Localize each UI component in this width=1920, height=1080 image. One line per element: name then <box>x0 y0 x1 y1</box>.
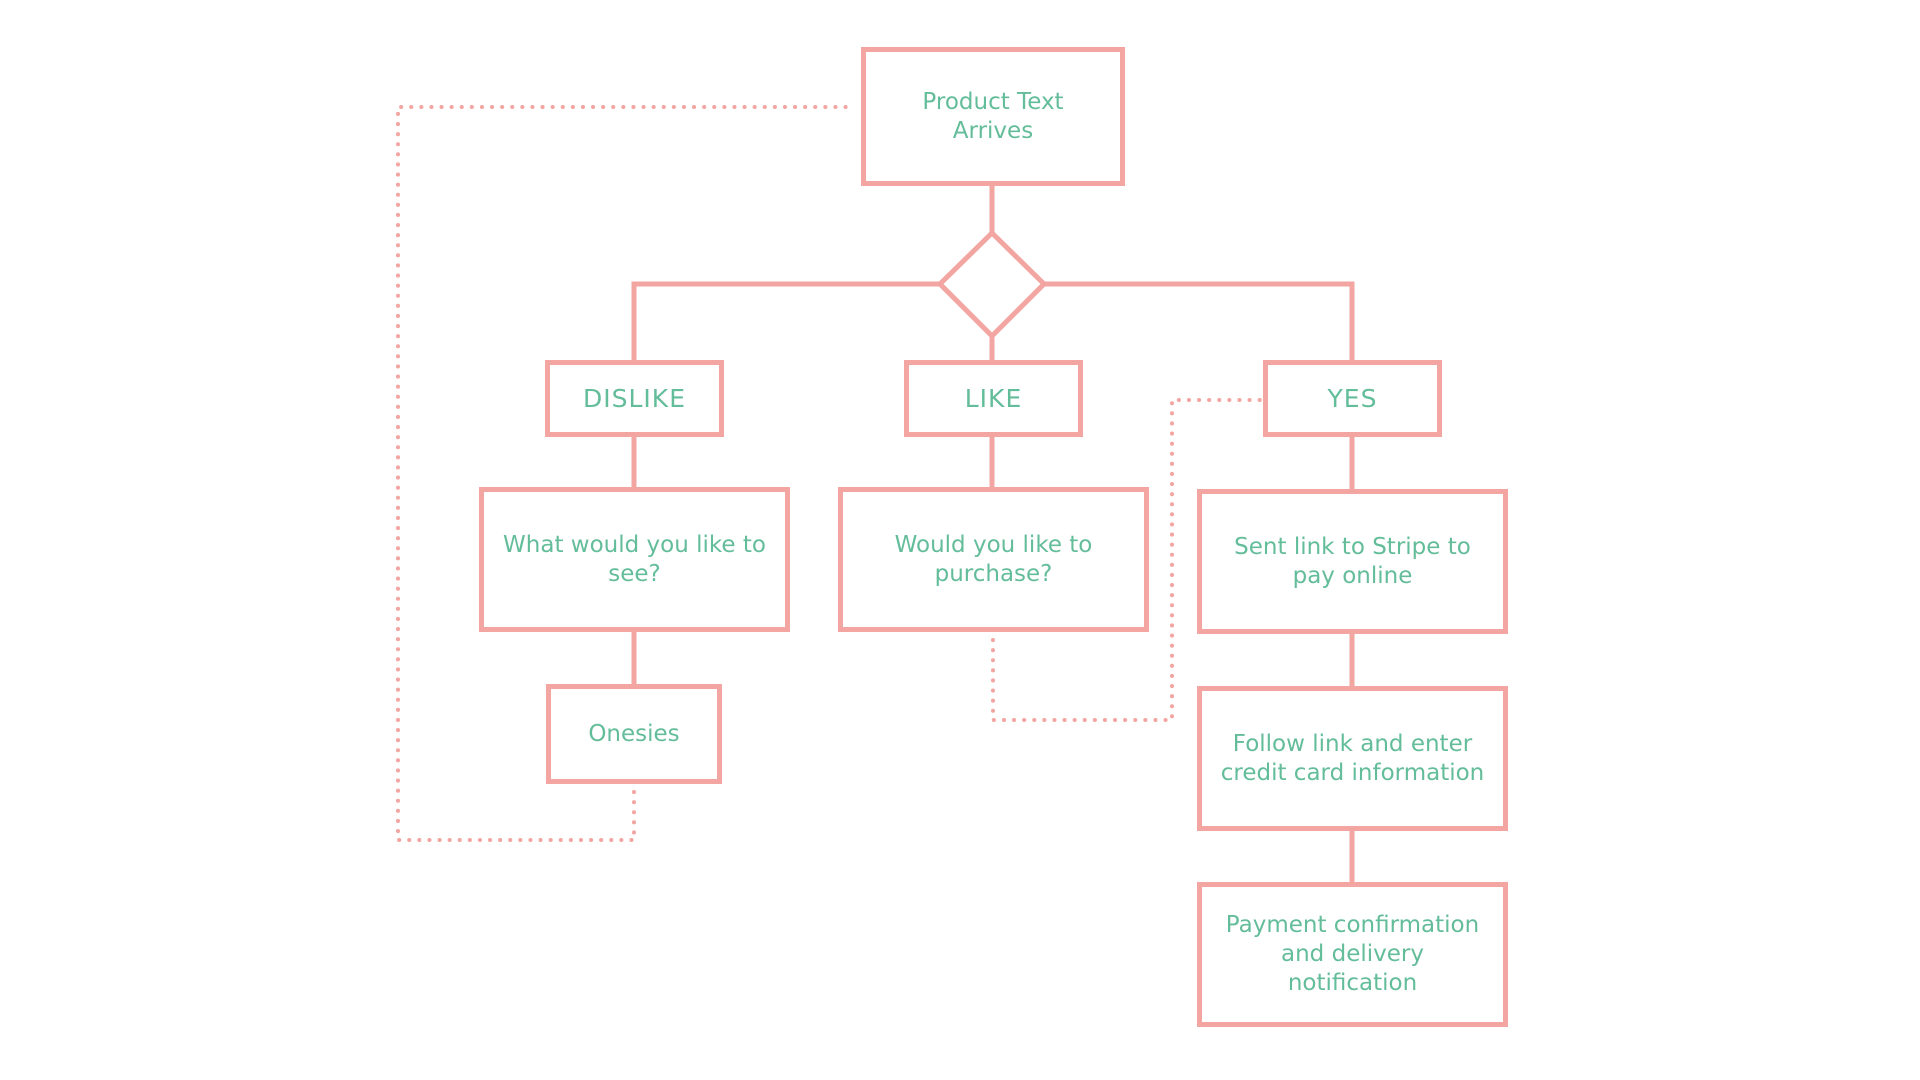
stripe-link-label: Sent link to Stripe to pay online <box>1234 533 1471 589</box>
decision-diamond <box>936 229 1048 340</box>
start-node-label: Product Text Arrives <box>922 88 1064 144</box>
dislike-node-label: DISLIKE <box>583 384 686 413</box>
confirmation-label: Payment confirmation and delivery notifi… <box>1225 912 1480 996</box>
like-question-label: Would you like to purchase? <box>894 531 1093 587</box>
enter-card-node: Follow link and enter credit card inform… <box>1197 686 1508 831</box>
like-node: LIKE <box>904 360 1083 437</box>
yes-node-label: YES <box>1327 384 1378 413</box>
onesies-node: Onesies <box>546 684 722 784</box>
like-node-label: LIKE <box>964 384 1023 413</box>
connector-decision-to-yes <box>1044 281 1355 360</box>
dislike-node: DISLIKE <box>545 360 724 437</box>
like-question-node: Would you like to purchase? <box>838 487 1149 632</box>
start-node: Product Text Arrives <box>861 47 1125 186</box>
stripe-link-node: Sent link to Stripe to pay online <box>1197 489 1508 634</box>
connector-decision-to-dislike <box>631 281 940 360</box>
dislike-question-label: What would you like to see? <box>503 531 766 587</box>
yes-node: YES <box>1263 360 1442 437</box>
dotted-loop-onesies-to-start <box>396 105 852 842</box>
onesies-label: Onesies <box>588 720 680 747</box>
enter-card-label: Follow link and enter credit card inform… <box>1220 730 1485 786</box>
confirmation-node: Payment confirmation and delivery notifi… <box>1197 882 1508 1027</box>
dislike-question-node: What would you like to see? <box>479 487 790 632</box>
